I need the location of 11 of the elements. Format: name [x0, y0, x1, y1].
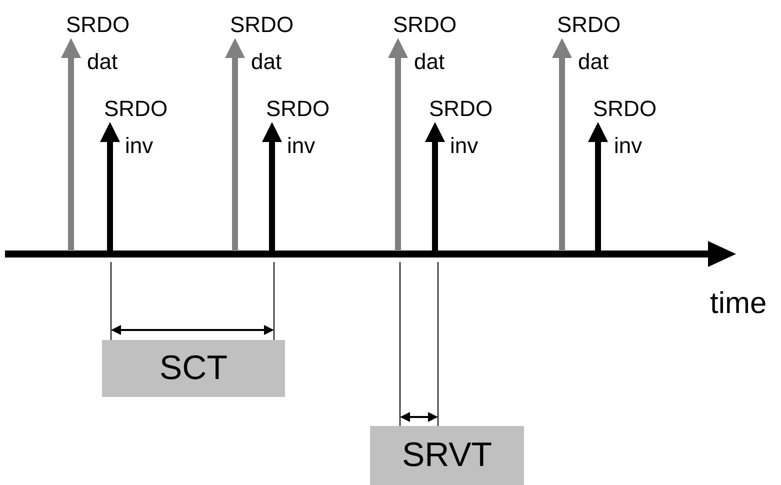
signal-label: SRDO inv	[266, 95, 331, 160]
signal-label: SRDO inv	[429, 95, 494, 160]
axis-label: time	[710, 286, 768, 322]
signal-label: SRDO dat	[557, 11, 622, 76]
signal-label: SRDO dat	[393, 11, 458, 76]
signal-label: SRDO inv	[593, 95, 658, 160]
signal-label: SRDO dat	[66, 11, 131, 76]
interval-box: SCT	[102, 340, 285, 397]
interval-box: SRVT	[370, 426, 524, 485]
signal-label: SRDO dat	[230, 11, 295, 76]
signal-label: SRDO inv	[104, 95, 169, 160]
